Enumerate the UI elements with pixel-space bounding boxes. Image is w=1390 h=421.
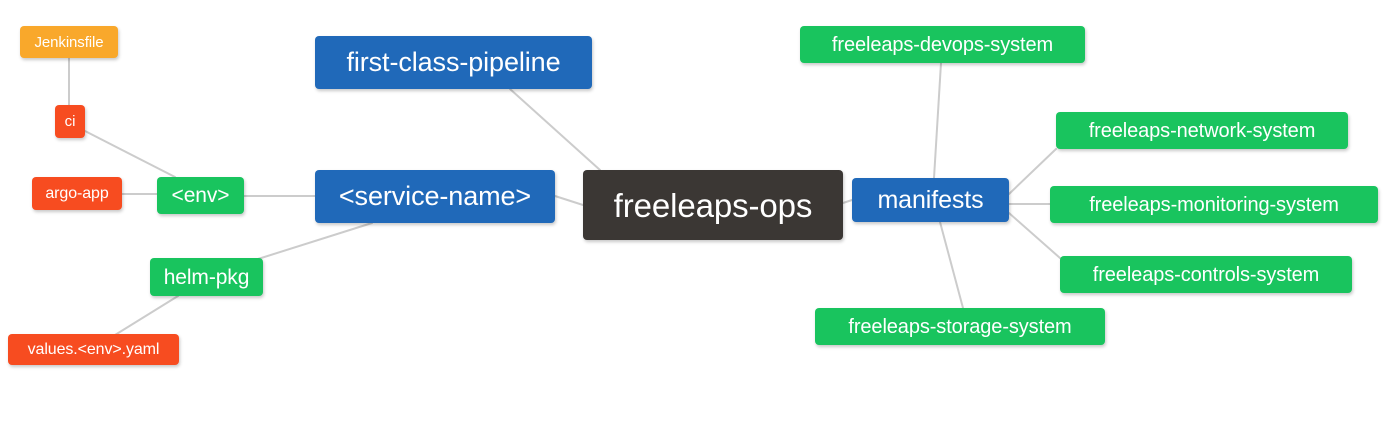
edge-freeleaps-ops-to-service-name — [554, 195, 584, 206]
node-manifests[interactable]: manifests — [852, 178, 1009, 222]
node-first-class-pipeline[interactable]: first-class-pipeline — [315, 36, 592, 89]
node-ci[interactable]: ci — [55, 105, 85, 138]
node-freeleaps-storage-system[interactable]: freeleaps-storage-system — [815, 308, 1105, 345]
node-freeleaps-devops-system[interactable]: freeleaps-devops-system — [800, 26, 1085, 63]
edge-manifests-to-freeleaps-storage-system — [939, 221, 964, 309]
edge-env-to-ci — [84, 130, 176, 178]
node-freeleaps-controls-system[interactable]: freeleaps-controls-system — [1060, 256, 1352, 293]
edge-manifests-to-freeleaps-devops-system — [933, 62, 942, 179]
node-argo-app[interactable]: argo-app — [32, 177, 122, 210]
node-helm-pkg[interactable]: helm-pkg — [150, 258, 263, 296]
edge-freeleaps-ops-to-manifests — [842, 199, 853, 204]
node-service-name[interactable]: <service-name> — [315, 170, 555, 223]
edge-service-name-to-helm-pkg — [257, 222, 373, 260]
node-env[interactable]: <env> — [157, 177, 244, 214]
node-freeleaps-network-system[interactable]: freeleaps-network-system — [1056, 112, 1348, 149]
node-freeleaps-monitoring-system[interactable]: freeleaps-monitoring-system — [1050, 186, 1378, 223]
edge-freeleaps-ops-to-first-class-pipeline — [509, 88, 601, 171]
node-freeleaps-ops[interactable]: freeleaps-ops — [583, 170, 843, 240]
edge-helm-pkg-to-values-env-yaml — [114, 295, 179, 336]
node-values-env-yaml[interactable]: values.<env>.yaml — [8, 334, 179, 365]
node-jenkinsfile[interactable]: Jenkinsfile — [20, 26, 118, 58]
edge-manifests-to-freeleaps-network-system — [1008, 148, 1057, 195]
